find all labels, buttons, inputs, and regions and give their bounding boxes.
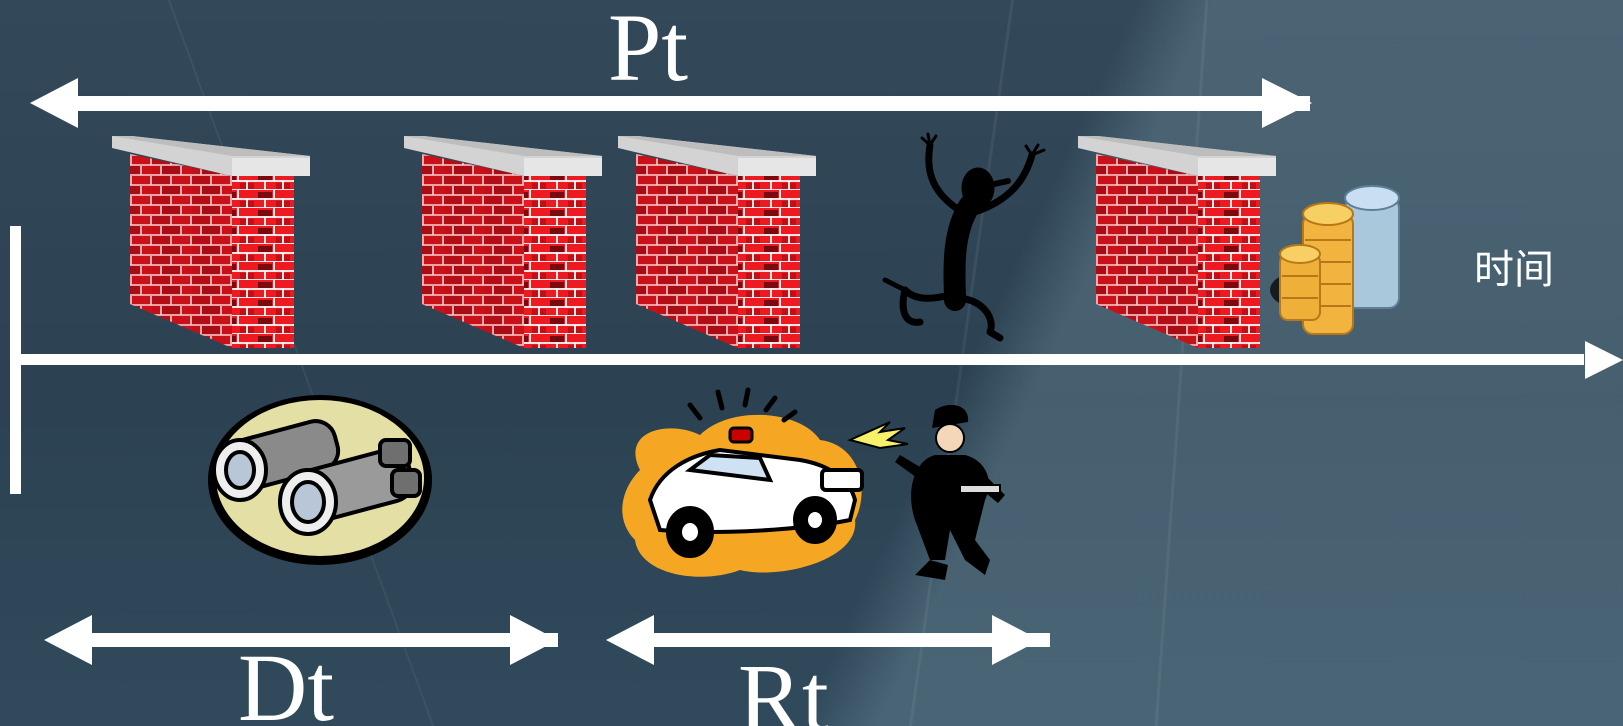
dt-label: Dt [238, 634, 334, 726]
rt-arrow [606, 615, 1050, 665]
brick-wall-icon [112, 136, 310, 348]
brick-wall-icon [404, 136, 602, 348]
coins-icon [1270, 185, 1400, 335]
rt-label: Rt [738, 644, 829, 726]
dt-arrow [44, 615, 558, 665]
binoculars-icon [208, 395, 432, 565]
time-axis-label: 时间 [1474, 247, 1554, 292]
brick-wall-icon [618, 136, 816, 348]
pt-label: Pt [608, 0, 689, 101]
thief-icon [882, 132, 1046, 342]
brick-wall-icon [1078, 136, 1276, 348]
police-car-icon [622, 387, 864, 577]
policeman-icon [847, 404, 1005, 580]
time-axis-arrow [14, 341, 1623, 379]
pt-arrow [30, 78, 1312, 128]
